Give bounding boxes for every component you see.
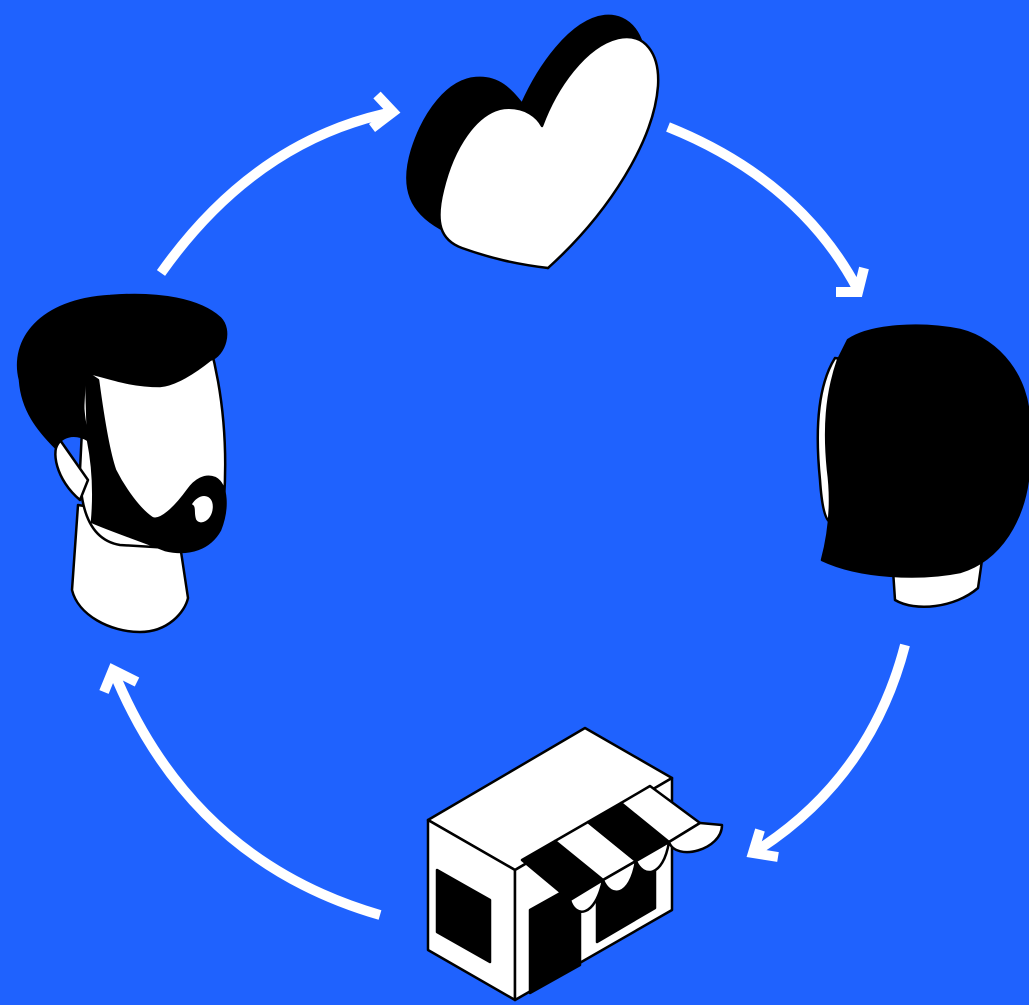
arrow-man-to-heart — [161, 95, 393, 273]
arrow-woman-to-store — [753, 645, 905, 857]
arrow-store-to-man — [104, 670, 380, 915]
bearded-man-head-icon — [18, 295, 226, 632]
storefront-icon — [428, 728, 722, 1000]
arrow-heart-to-woman — [668, 127, 864, 292]
heart-icon — [407, 16, 658, 268]
woman-head-icon — [818, 326, 1029, 607]
